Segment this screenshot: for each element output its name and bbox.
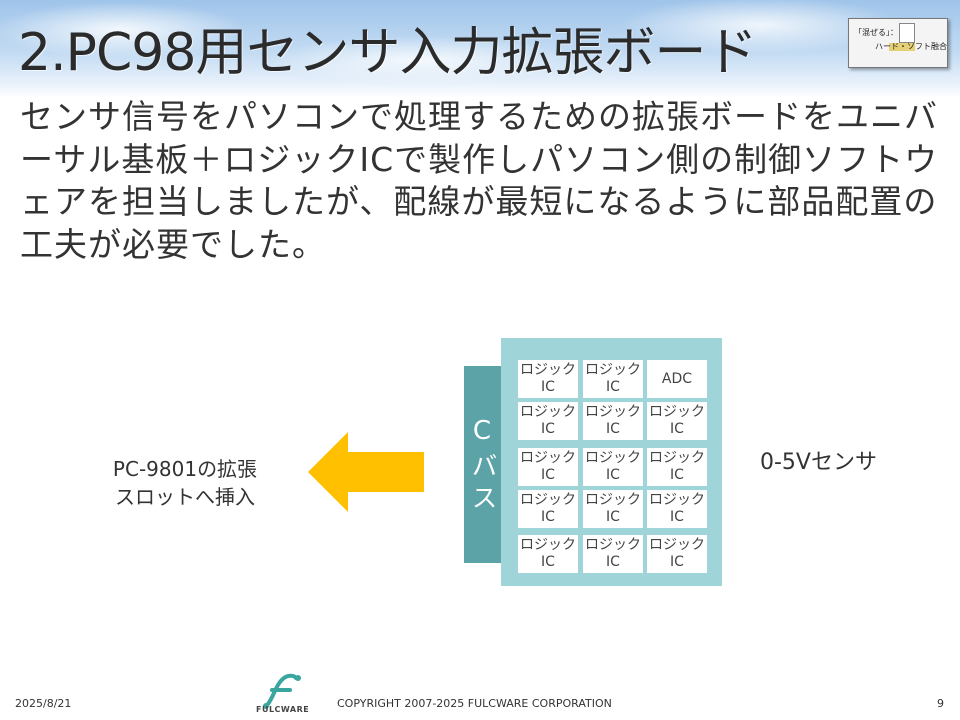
paper-icon: [899, 23, 915, 43]
c-bus-connector: Cバス: [464, 366, 501, 563]
header-background: [0, 0, 960, 98]
fulcware-logo-icon: [263, 673, 301, 709]
badge-image: 「混ぜる」： ハード・ソフト融合: [848, 18, 948, 68]
chip-icon: [889, 43, 915, 51]
logic-ic-chip: ロジック IC: [583, 360, 643, 398]
logic-ic-chip: ロジック IC: [647, 402, 707, 440]
logic-ic-chip: ロジック IC: [518, 360, 578, 398]
body-text: センサ信号をパソコンで処理するための拡張ボードをユニバーサル基板＋ロジックICで…: [20, 97, 939, 264]
logic-ic-chip: ロジック IC: [583, 490, 643, 528]
logic-ic-chip: ロジック IC: [518, 448, 578, 486]
logic-ic-chip: ロジック IC: [647, 535, 707, 573]
logic-ic-chip: ロジック IC: [583, 448, 643, 486]
slot-label: PC-9801の拡張 スロットへ挿入: [112, 457, 258, 509]
logic-ic-chip: ロジック IC: [647, 490, 707, 528]
logic-ic-chip: ロジック IC: [647, 448, 707, 486]
logic-ic-chip: ロジック IC: [583, 402, 643, 440]
logic-ic-chip: ロジック IC: [518, 402, 578, 440]
page-number: 9: [937, 697, 944, 710]
badge-line-1: 「混ぜる」：: [854, 28, 898, 37]
logic-ic-chip: ロジック IC: [518, 490, 578, 528]
logic-ic-chip: ロジック IC: [583, 535, 643, 573]
logic-ic-chip: ロジック IC: [518, 535, 578, 573]
sensor-label: 0-5Vセンサ: [760, 450, 877, 475]
footer-date: 2025/8/21: [15, 697, 72, 710]
slide-title: 2.PC98用センサ入力拡張ボード: [18, 23, 757, 83]
adc-chip: ADC: [647, 360, 707, 398]
left-arrow-icon: [308, 432, 424, 512]
logo-text: FULCWARE: [256, 705, 310, 714]
footer-copyright: COPYRIGHT 2007-2025 FULCWARE CORPORATION: [337, 697, 612, 710]
badge-line-2: ハード・ソフト融合: [875, 42, 947, 51]
